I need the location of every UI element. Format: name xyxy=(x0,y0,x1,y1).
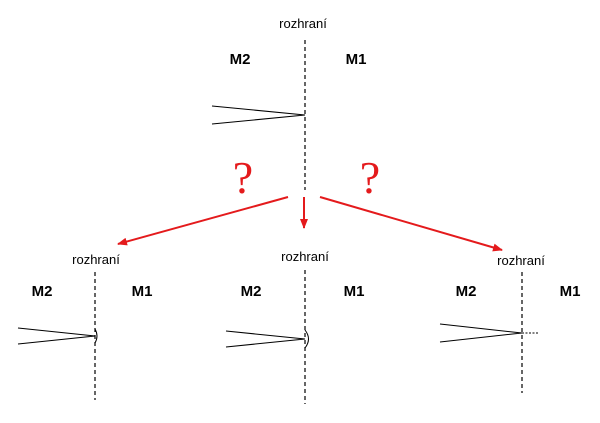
case1-medium-right-label: M1 xyxy=(132,283,153,300)
case-panel-3: rozhraní M2 M1 xyxy=(439,253,581,393)
arrow-left xyxy=(117,196,289,246)
case3-wedge xyxy=(439,323,523,343)
case1-tip xyxy=(94,328,98,344)
case2-interface-label: rozhraní xyxy=(281,249,329,264)
case2-tip xyxy=(304,329,309,349)
case-panel-2: rozhraní M2 M1 xyxy=(225,249,365,404)
case2-medium-right-label: M1 xyxy=(344,283,365,300)
case1-interface-label: rozhraní xyxy=(72,252,120,267)
case3-interface-label: rozhraní xyxy=(497,253,545,268)
top-panel: rozhraní M2 M1 xyxy=(211,16,367,190)
arrow-right xyxy=(319,196,503,252)
question-mark-right: ? xyxy=(360,152,380,203)
top-interface-label: rozhraní xyxy=(279,16,327,31)
arrows xyxy=(117,196,503,252)
case3-medium-right-label: M1 xyxy=(560,283,581,300)
top-medium-right-label: M1 xyxy=(346,51,367,68)
top-wedge xyxy=(211,105,306,125)
case1-wedge xyxy=(17,327,96,345)
case1-medium-left-label: M2 xyxy=(32,283,53,300)
question-mark-left: ? xyxy=(233,152,253,203)
top-medium-left-label: M2 xyxy=(230,51,251,68)
case2-wedge xyxy=(225,330,306,348)
case3-medium-left-label: M2 xyxy=(456,283,477,300)
case2-medium-left-label: M2 xyxy=(241,283,262,300)
case-panel-1: rozhraní M2 M1 xyxy=(17,252,153,400)
